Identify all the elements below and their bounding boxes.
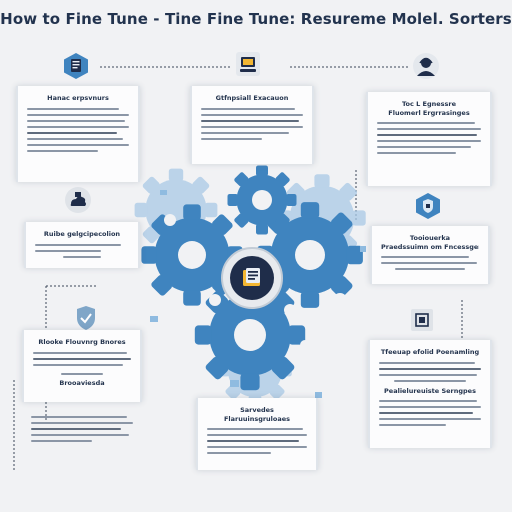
page-title: How to Fine Tune - Tine Fine Tune: Resur… (0, 10, 512, 28)
text-line-placeholder (31, 440, 93, 442)
text-line-placeholder (61, 373, 103, 375)
support-person-icon (413, 53, 439, 79)
text-line-placeholder (379, 406, 481, 408)
card-bottom-right: Tfeeuap efolid Poenamling Pealielureuist… (368, 340, 492, 448)
text-line-placeholder (27, 144, 129, 146)
text-line-placeholder (27, 150, 99, 152)
text-line-placeholder (27, 138, 123, 140)
text-line-placeholder (207, 446, 307, 448)
card-mid-right: Tooiouerka Praedssuimn om Fncessgen (370, 226, 490, 284)
text-line-placeholder (381, 262, 478, 264)
text-line-placeholder (207, 452, 271, 454)
text-line-placeholder (394, 268, 466, 270)
text-line-placeholder (35, 244, 122, 246)
text-line-placeholder (27, 120, 125, 122)
text-line-placeholder (27, 132, 117, 134)
text-line-placeholder (31, 434, 129, 436)
resume-document-icon (243, 268, 260, 286)
text-line-placeholder (201, 138, 263, 140)
text-line-placeholder (201, 126, 303, 128)
text-line-placeholder (377, 146, 471, 148)
card-title: Rlooke Flouvnrg Bnores (38, 338, 126, 346)
text-line-placeholder (63, 256, 101, 258)
card-bottom-center: Sarvedes Flaruuinsgruloaes (196, 398, 318, 470)
text-line-placeholder (379, 418, 481, 420)
card-mid-left: Ruibe gelgcipecolion (24, 222, 140, 268)
text-line-placeholder (379, 368, 481, 370)
text-line-placeholder (377, 122, 475, 124)
text-line-placeholder (379, 374, 477, 376)
computer-icon (236, 52, 260, 76)
card-subtitle: Praedssuimn om Fncessgen (381, 243, 479, 251)
text-line-placeholder (377, 152, 457, 154)
text-line-placeholder (207, 440, 299, 442)
text-line-placeholder (33, 358, 131, 360)
text-line-placeholder (381, 256, 470, 258)
text-line-placeholder (31, 416, 127, 418)
text-line-placeholder (379, 400, 477, 402)
text-line-placeholder (207, 428, 303, 430)
card-title: Hanac erpsvnurs (47, 94, 109, 102)
card-title: Gtfnpsiall Exacauon (215, 94, 289, 102)
text-line-placeholder (201, 120, 299, 122)
text-line-placeholder (33, 364, 124, 366)
card-subtitle: Brooaviesda (59, 379, 105, 387)
text-line-placeholder (31, 422, 133, 424)
data-sorter-icon (411, 309, 433, 331)
text-line-placeholder (35, 250, 101, 252)
text-line-placeholder (207, 434, 307, 436)
card-bottom-left: Rlooke Flouvnrg Bnores Brooaviesda (22, 330, 142, 402)
text-line-placeholder (27, 114, 129, 116)
text-line-placeholder (379, 362, 475, 364)
text-line-placeholder (27, 108, 119, 110)
card-subtitle: Flaruuinsgruloaes (223, 415, 291, 423)
text-line-placeholder (31, 428, 121, 430)
card-top-left: Hanac erpsvnurs (16, 86, 140, 182)
card-title: Tooiouerka (409, 234, 451, 242)
text-line-placeholder (379, 412, 473, 414)
text-line-placeholder (201, 114, 303, 116)
card-title: Toc L Egnessre (401, 100, 457, 108)
text-line-placeholder (201, 108, 295, 110)
home-cloud-icon (65, 187, 91, 213)
card-top-center: Gtfnpsiall Exacauon (190, 86, 314, 164)
document-icon (64, 53, 88, 79)
card-title: Tfeeuap efolid Poenamling (380, 348, 480, 356)
card-top-right: Toc L Egnessre Fluomerl Ergrrasinges (366, 92, 492, 186)
shield-icon (416, 193, 440, 219)
card-subtitle: Pealielureuiste Serngpes (384, 387, 476, 395)
card-bottom-left-extra (22, 400, 142, 456)
text-line-placeholder (33, 352, 128, 354)
text-line-placeholder (377, 134, 477, 136)
text-line-placeholder (394, 380, 466, 382)
card-title: Ruibe gelgcipecolion (43, 230, 121, 238)
text-line-placeholder (377, 128, 481, 130)
shield-check-icon (77, 306, 95, 330)
text-line-placeholder (379, 424, 447, 426)
text-line-placeholder (27, 126, 129, 128)
card-subtitle: Fluomerl Ergrrasinges (388, 109, 470, 117)
card-title: Sarvedes (240, 406, 274, 414)
text-line-placeholder (201, 132, 289, 134)
text-line-placeholder (377, 140, 481, 142)
